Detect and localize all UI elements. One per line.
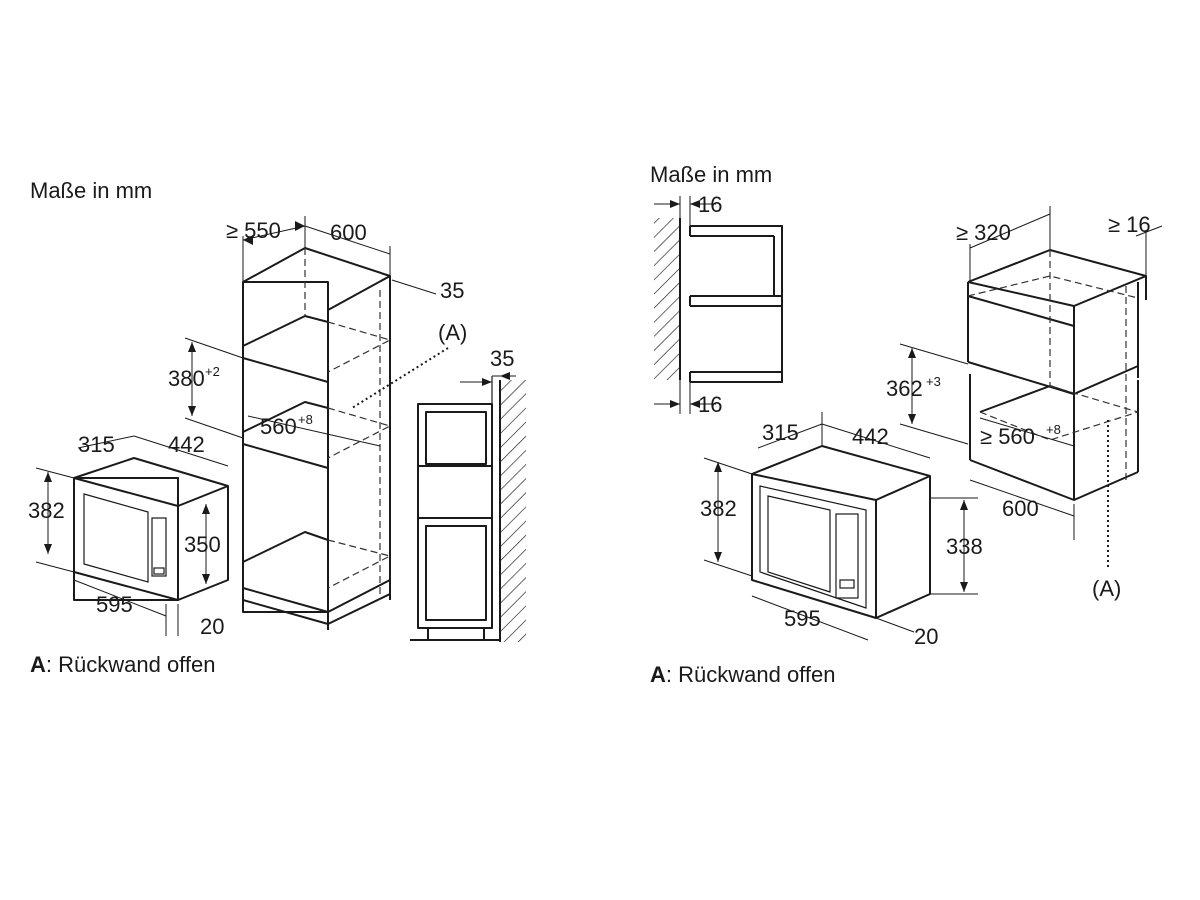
right-dim-width: 600	[1002, 496, 1039, 521]
left-dim-niche-height: 380	[168, 366, 205, 391]
right-panel: Maße in mm	[650, 162, 1163, 687]
left-dim-niche-width: 560	[260, 414, 297, 439]
left-dim-width: 600	[330, 220, 367, 245]
left-units-label: Maße in mm	[30, 178, 152, 203]
right-legend: A: Rückwand offen	[650, 662, 835, 687]
right-dimension-arrows	[670, 200, 968, 592]
left-dim-min-depth: ≥ 550	[226, 218, 281, 243]
left-dim-niche-width-tol: +8	[298, 412, 313, 427]
right-dim-niche-width-tol: +8	[1046, 422, 1061, 437]
right-side-view	[654, 218, 783, 383]
right-dim-min-gap: ≥ 16	[1108, 212, 1151, 237]
left-dim-depth: 315	[78, 432, 115, 457]
left-legend-text: : Rückwand offen	[46, 652, 216, 677]
left-dim-frame-depth: 442	[168, 432, 205, 457]
right-dim-front-width: 595	[784, 606, 821, 631]
right-dim-niche-width-prefix: ≥	[980, 424, 998, 449]
right-microwave	[751, 445, 931, 619]
right-dim-wall-bottom: 16	[698, 392, 722, 417]
right-dim-depth: 315	[762, 420, 799, 445]
left-annotation-leader	[351, 347, 449, 409]
right-dim-niche-width-value: 560	[998, 424, 1035, 449]
right-dim-height: 382	[700, 496, 737, 521]
left-dimension-arrows	[44, 221, 510, 584]
left-panel: Maße in mm	[28, 178, 526, 677]
right-legend-key: A	[650, 662, 666, 687]
right-dim-min-depth: ≥ 320	[956, 220, 1011, 245]
right-dim-front-thickness: 20	[914, 624, 938, 649]
right-dim-niche-width: ≥ 560	[980, 424, 1035, 449]
right-dim-niche-height-tol: +3	[926, 374, 941, 389]
left-dimension-lines	[35, 216, 516, 636]
left-dim-front-thickness: 20	[200, 614, 224, 639]
left-side-view	[410, 376, 526, 642]
left-microwave	[73, 457, 229, 601]
right-dim-niche-height: 362	[886, 376, 923, 401]
left-dim-inner-height: 350	[184, 532, 221, 557]
left-dim-niche-height-tol: +2	[205, 364, 220, 379]
right-units-label: Maße in mm	[650, 162, 772, 187]
left-legend-key: A	[30, 652, 46, 677]
right-legend-text: : Rückwand offen	[666, 662, 836, 687]
right-dim-inner-height: 338	[946, 534, 983, 559]
left-dim-height: 382	[28, 498, 65, 523]
left-dim-wall-gap: 35	[490, 346, 514, 371]
right-annotation-label: (A)	[1092, 576, 1121, 601]
left-annotation-label: (A)	[438, 320, 467, 345]
right-wall-cabinet	[967, 249, 1147, 501]
right-dimension-lines	[654, 196, 1163, 641]
right-dim-frame-depth: 442	[852, 424, 889, 449]
left-tall-cabinet	[242, 247, 392, 630]
right-dim-wall-top: 16	[698, 192, 722, 217]
left-legend: A: Rückwand offen	[30, 652, 215, 677]
left-dim-gap-top: 35	[440, 278, 464, 303]
left-dim-front-width: 595	[96, 592, 133, 617]
